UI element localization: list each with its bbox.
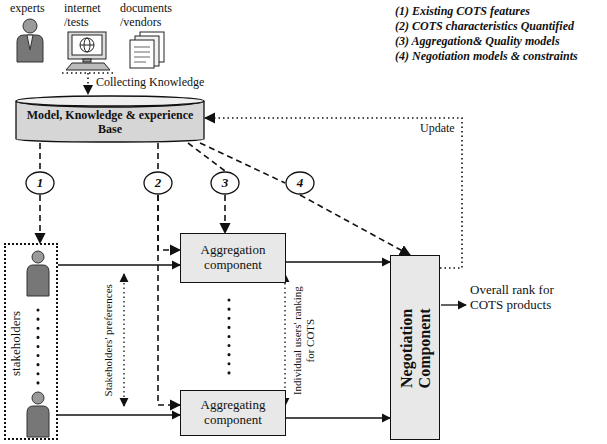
- connector: [39, 195, 41, 243]
- collecting-arrow-part: [87, 73, 89, 94]
- node-label: 2: [155, 176, 162, 191]
- key-note: (4) Negotiation models & constraints: [395, 49, 600, 63]
- cylinder-body: [16, 101, 204, 142]
- stakeholder-icons-part: [32, 251, 44, 263]
- documents-icon-part: [134, 47, 150, 48]
- computer-icon-part: [72, 35, 102, 55]
- expert-icon-part: [23, 19, 37, 33]
- node-label: Aggregation component: [181, 243, 285, 273]
- stakeholder-group: stakeholders: [4, 243, 58, 440]
- connector: [58, 264, 180, 265]
- connector: [58, 414, 180, 415]
- ellipse-outline: [144, 172, 172, 194]
- ellipse-outline: [286, 172, 314, 194]
- caption-label: experts: [10, 2, 60, 16]
- connector: [158, 195, 180, 405]
- callout-number: 4: [285, 171, 315, 195]
- flow-indicators-part: [441, 304, 466, 305]
- callout-number: 2: [143, 171, 173, 195]
- node-label: 3: [222, 176, 229, 191]
- flow-label: Individual users' ranking for COTS: [291, 281, 316, 399]
- documents-icon-part: [130, 40, 154, 68]
- caption-label: internet /tests: [64, 2, 114, 30]
- rotated-label: stakeholders: [9, 283, 24, 403]
- negotiation-box: Negotiation Component: [390, 255, 440, 440]
- computer-icon-part: [80, 45, 94, 46]
- flow-label: Stakeholders' preferences: [102, 265, 115, 415]
- ellipse-outline: [211, 172, 239, 194]
- documents-icon-part: [134, 62, 146, 63]
- edge-label: Update: [418, 121, 457, 136]
- connector: [286, 417, 390, 418]
- computer-icon-part: [80, 38, 94, 52]
- expert-icon-part: [17, 35, 43, 62]
- node-label: 4: [297, 176, 304, 191]
- documents-icon-part: [134, 57, 150, 58]
- computer-icon: [66, 32, 110, 70]
- flow-indicators-part: [123, 274, 124, 406]
- connector: [188, 143, 225, 171]
- connector: [39, 143, 41, 171]
- key-note: (2) COTS characteristics Quantified: [395, 19, 600, 33]
- cylinder-top: [16, 96, 204, 106]
- flow-indicators-part: [284, 274, 285, 406]
- computer-icon-part: [68, 32, 106, 59]
- continuation-dots: [229, 300, 230, 378]
- node-label: 1: [37, 176, 44, 191]
- documents-icon-part: [134, 52, 150, 53]
- node-label: Aggregating component: [181, 398, 285, 428]
- computer-icon-part: [83, 59, 91, 62]
- computer-icon-part: [66, 63, 110, 70]
- expert-icon-part: [27, 35, 33, 50]
- caption-label: documents /vendors: [120, 2, 192, 30]
- callout-number: 3: [210, 171, 240, 195]
- aggregation-box: Aggregating component: [180, 390, 286, 436]
- connector: [300, 195, 410, 255]
- continuation-dots-part: [228, 300, 231, 378]
- connector: [158, 195, 180, 250]
- rotated-label: Negotiation Component: [398, 293, 435, 403]
- aggregation-box: Aggregation component: [180, 233, 286, 283]
- node-label: Model, Knowledge & experience Base: [21, 109, 199, 137]
- ellipse-outline: [26, 172, 54, 194]
- stakeholder-icons-part: [27, 406, 49, 437]
- connector: [286, 261, 390, 262]
- stakeholder-icons-part: [37, 310, 40, 388]
- documents-icon: [130, 32, 164, 68]
- key-note: (3) Aggregation& Quality models: [395, 34, 600, 48]
- stakeholder-icons: [27, 251, 49, 437]
- connector: [157, 143, 159, 171]
- callout-number: 1: [25, 171, 55, 195]
- connector: [224, 195, 226, 233]
- caption-label: Collecting Knowledge: [96, 76, 216, 90]
- caption-label: Overall rank for COTS products: [470, 283, 560, 313]
- key-note: (1) Existing COTS features: [395, 4, 600, 18]
- expert-icon: [17, 19, 43, 62]
- stakeholder-icons-part: [32, 392, 44, 404]
- knowledge-base: Model, Knowledge & experience Base: [15, 95, 205, 143]
- stakeholder-icons-part: [27, 265, 49, 296]
